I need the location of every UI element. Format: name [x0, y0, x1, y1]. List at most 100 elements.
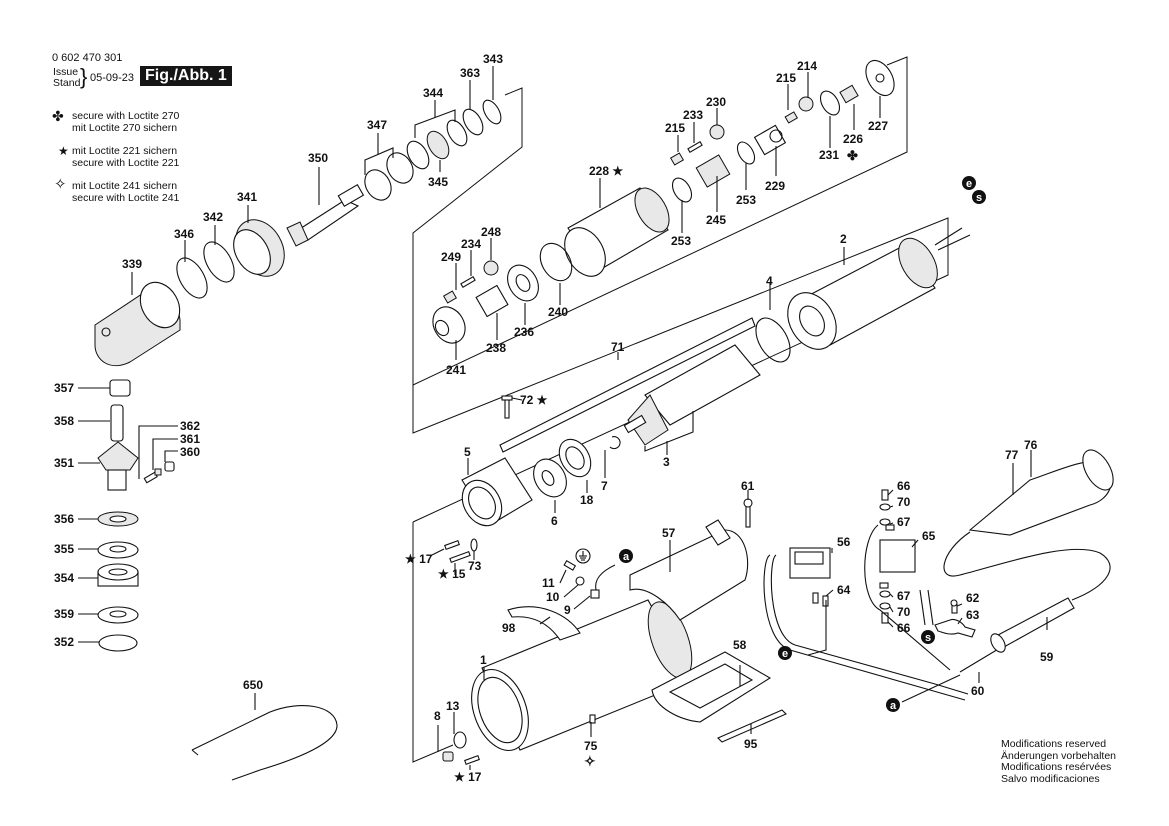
part-249-needle[interactable] [442, 290, 458, 304]
part-363-washer[interactable] [459, 106, 487, 138]
part-339-angle-head[interactable] [94, 275, 188, 367]
label-230: 230 [706, 95, 726, 109]
part-98-label[interactable] [507, 606, 581, 641]
part-245-planet-carrier[interactable] [695, 154, 731, 188]
part-343-circlip[interactable] [479, 97, 504, 127]
part-354-ball-bearing[interactable] [97, 563, 139, 587]
part-56-switch[interactable] [789, 547, 831, 579]
part-76-77-plug[interactable] [968, 445, 1119, 536]
part-59-cable-sleeve[interactable] [988, 597, 1075, 655]
part-6-bearing[interactable] [527, 453, 573, 503]
part-67-clip-b[interactable] [879, 582, 891, 598]
part-5-bearing-flange[interactable] [454, 457, 533, 533]
part-238-pinion-carrier[interactable] [475, 284, 509, 318]
part-57-housing-cover[interactable] [629, 519, 749, 621]
label-65: 65 [922, 529, 936, 543]
part-66-screw-a[interactable] [881, 489, 889, 501]
part-17-screw-a[interactable] [444, 540, 460, 550]
part-650-wire-clip[interactable] [191, 705, 338, 781]
part-358-pin[interactable] [110, 404, 124, 442]
label-227: 227 [868, 119, 888, 133]
part-95-label[interactable] [717, 709, 787, 743]
part-11-screw[interactable] [563, 560, 577, 571]
label-70-a: 70 [897, 495, 911, 509]
part-355-washer[interactable] [97, 541, 139, 559]
part-215-spring-b[interactable] [784, 111, 799, 124]
part-75-set-screw[interactable] [589, 714, 596, 724]
part-233-pin[interactable] [687, 141, 703, 153]
part-228-gear-housing[interactable] [556, 182, 676, 283]
label-215-a: 215 [665, 121, 685, 135]
part-67-clip-a[interactable] [879, 518, 895, 531]
part-65-suppressor[interactable] [879, 539, 916, 573]
part-3-armature[interactable] [623, 344, 761, 446]
part-66-screw-b[interactable] [881, 612, 889, 624]
part-70-washer-a[interactable] [879, 503, 891, 511]
part-231-washer[interactable] [817, 88, 844, 119]
part-234-pin[interactable] [460, 276, 476, 288]
part-215-spring-a[interactable] [669, 152, 685, 166]
part-346-o-ring[interactable] [171, 253, 214, 303]
part-71-baffle-strip[interactable] [499, 317, 756, 453]
part-7-circlip[interactable] [609, 436, 621, 450]
part-341-knurled-nut[interactable] [226, 211, 294, 285]
label-241: 241 [446, 363, 466, 377]
part-17-screw-b[interactable] [464, 755, 480, 765]
part-63-cable-clamp[interactable] [934, 618, 976, 638]
part-72-screw[interactable] [501, 395, 513, 419]
part-352-circlip[interactable] [98, 634, 138, 652]
legend-text-line1: mit Loctite 241 sichern [72, 180, 178, 192]
part-241-bearing[interactable] [427, 301, 472, 349]
part-347-needle-bearings[interactable] [360, 148, 419, 205]
clover-icon: ✤ [847, 148, 858, 163]
part-73-washer[interactable] [470, 538, 478, 552]
part-236-bearing[interactable] [501, 260, 544, 307]
part-344-345-thrust-bearing[interactable] [403, 117, 471, 173]
part-351-bevel-gear[interactable] [97, 441, 139, 491]
part-9-terminal[interactable] [590, 564, 616, 599]
label-7: 7 [601, 479, 608, 493]
footer-line: Modifications reserved [1001, 738, 1107, 750]
part-13-washer[interactable] [453, 731, 467, 749]
label-358: 358 [54, 414, 74, 428]
legend-item-loctite-270: ✤ secure with Loctite 270 mit Loctite 27… [52, 109, 179, 134]
part-226-sun-gear[interactable] [839, 84, 859, 104]
part-2-field-stator[interactable] [778, 232, 945, 358]
part-240-o-ring[interactable] [534, 238, 578, 287]
part-8-nut[interactable] [442, 751, 454, 762]
part-10-washer[interactable] [575, 576, 585, 586]
part-229-planet-carrier[interactable] [753, 124, 787, 156]
part-362-361-360-detent[interactable] [143, 461, 175, 484]
label-229: 229 [765, 179, 785, 193]
label-356: 356 [54, 512, 74, 526]
part-18-bearing-plate[interactable] [553, 434, 597, 483]
part-62-screw[interactable] [950, 599, 958, 614]
part-253-washer-a[interactable] [669, 175, 696, 206]
part-230-planet-gear[interactable] [709, 124, 725, 140]
part-350-spindle[interactable] [286, 184, 365, 247]
part-356-thrust-washer[interactable] [97, 511, 139, 527]
issue-date: 05-09-23 [90, 72, 135, 84]
part-61-screw[interactable] [743, 498, 753, 528]
label-238: 238 [486, 341, 506, 355]
footer-line: Salvo modificaciones [1001, 772, 1100, 785]
part-60-power-cord-inner[interactable] [959, 647, 1001, 673]
part-214-planet-gear[interactable] [798, 96, 814, 112]
label-248: 248 [481, 225, 501, 239]
label-341: 341 [237, 190, 257, 204]
part-248-planet-gear[interactable] [483, 260, 499, 276]
frame-gearbox-group [412, 56, 908, 386]
part-227-disc[interactable] [860, 56, 900, 101]
part-253-washer-b[interactable] [734, 139, 758, 167]
part-15-screw[interactable] [449, 550, 471, 564]
part-359-washer[interactable] [97, 606, 139, 624]
part-4-ring[interactable] [749, 312, 797, 368]
part-342-ring[interactable] [198, 237, 241, 287]
part-70-washer-b[interactable] [879, 602, 891, 610]
label-56: 56 [837, 535, 851, 549]
part-357-bushing[interactable] [109, 379, 131, 397]
label-18: 18 [580, 493, 594, 507]
part-1-motor-housing[interactable] [461, 596, 700, 758]
label-351: 351 [54, 456, 74, 470]
